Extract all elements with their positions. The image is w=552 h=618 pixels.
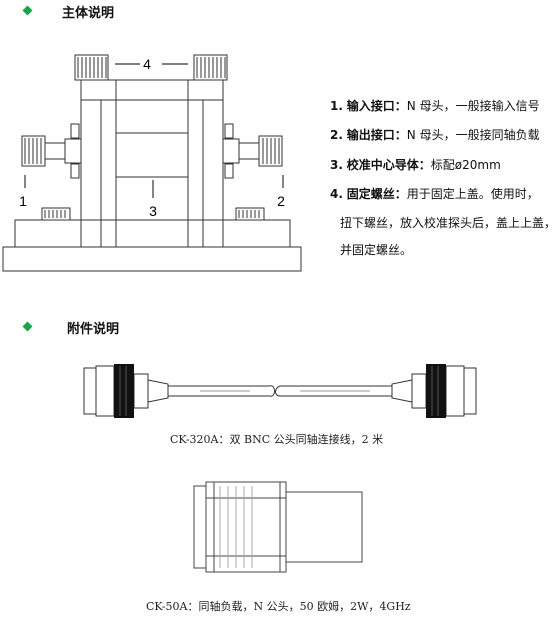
device-diagram: 4 1 2 3 bbox=[2, 54, 302, 272]
section-bullet-icon bbox=[22, 5, 33, 16]
left-post bbox=[80, 99, 102, 248]
bnc-plug-right bbox=[445, 365, 465, 417]
top-cap bbox=[80, 79, 224, 101]
load-body bbox=[285, 491, 363, 563]
accessory-section-title: 附件说明 bbox=[67, 322, 120, 337]
right-post bbox=[202, 99, 224, 248]
bnc-collar-left bbox=[114, 364, 134, 418]
section-bullet-icon bbox=[22, 321, 33, 332]
cable-caption: CK-320A：双 BNC 公头同轴连接线，2 米 bbox=[170, 433, 384, 446]
screw-right bbox=[193, 54, 228, 81]
callout-1: 1 bbox=[19, 193, 27, 209]
bnc-collar-right bbox=[426, 364, 446, 418]
desc-item-4: 4. 固定螺丝：用于固定上盖。使用时， bbox=[330, 187, 539, 201]
desc-item-2: 2. 输出接口：N 母头，一般接同轴负载 bbox=[330, 128, 540, 142]
desc-item-4-cont-2: 并固定螺丝。 bbox=[340, 243, 413, 257]
callout-3: 3 bbox=[149, 203, 157, 219]
coaxial-load-diagram bbox=[193, 481, 363, 573]
load-n-male-plug bbox=[193, 485, 207, 569]
foot-bolt-right bbox=[235, 207, 265, 221]
load-caption: CK-50A：同轴负载，N 公头，50 欧姆，2W，4GHz bbox=[146, 600, 411, 613]
foot-bolt-left bbox=[41, 207, 71, 221]
base-block bbox=[14, 219, 291, 248]
screw-left bbox=[74, 54, 109, 81]
base-plate bbox=[2, 246, 302, 272]
desc-item-3: 3. 校准中心导体：标配ø20mm bbox=[330, 158, 501, 172]
callout-4: 4 bbox=[143, 56, 151, 72]
bnc-cable-diagram bbox=[83, 364, 477, 418]
main-section-title: 主体说明 bbox=[62, 6, 115, 21]
desc-item-4-cont-1: 扭下螺丝，放入校准探头后，盖上上盖， bbox=[340, 216, 552, 230]
load-nut bbox=[205, 481, 287, 573]
desc-item-1: 1. 输入接口：N 母头，一般接输入信号 bbox=[330, 99, 540, 113]
callout-2: 2 bbox=[277, 193, 285, 209]
bnc-plug-left bbox=[83, 367, 97, 415]
center-conductor bbox=[115, 132, 189, 178]
